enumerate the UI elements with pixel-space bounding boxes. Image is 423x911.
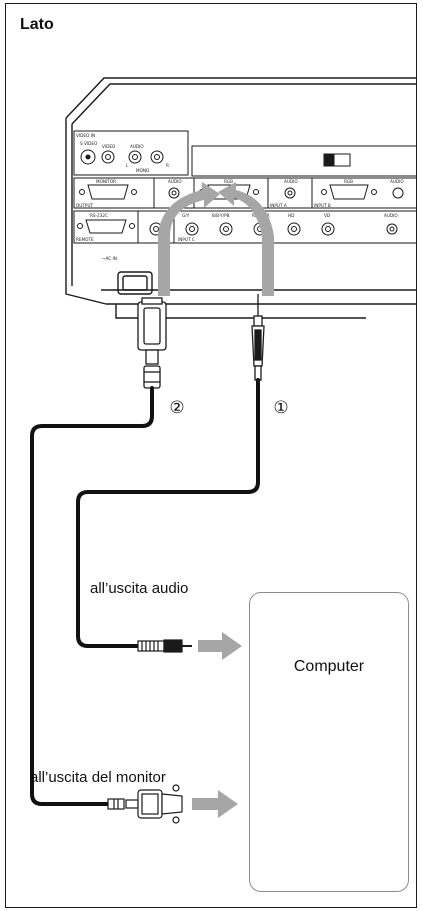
- label-audio-output: all’uscita audio: [90, 580, 189, 597]
- panel-label-audio-a: AUDIO: [284, 179, 298, 184]
- panel-label-audio-c: AUDIO: [384, 213, 398, 218]
- panel-label-rgb-a: RGB: [224, 179, 233, 184]
- panel-label-rgb-b: RGB: [344, 179, 353, 184]
- panel-label-rs232c: RS-232C: [90, 213, 108, 218]
- panel-label-b-pb: B/B-Y/PB: [212, 213, 230, 218]
- panel-label-video-in: VIDEO IN: [76, 133, 95, 138]
- label-monitor-output: all’uscita del monitor: [30, 769, 166, 786]
- panel-label-mono: MONO: [136, 168, 150, 173]
- panel-label-g-y: G/Y: [182, 213, 190, 218]
- callout-1: ①: [273, 398, 289, 417]
- computer-label: Computer: [293, 658, 365, 675]
- arrow-icon: [146, 182, 274, 296]
- panel-label-audio-b: AUDIO: [390, 179, 404, 184]
- callout-2: ②: [169, 398, 185, 417]
- vga-plug-end: [107, 784, 183, 824]
- cable-lines: [30, 378, 260, 806]
- figure-title: Lato: [20, 16, 54, 33]
- panel-label-audio-out: AUDIO: [168, 179, 182, 184]
- panel-label-video: VIDEO: [102, 144, 116, 149]
- panel-label-s-video: S VIDEO: [80, 141, 98, 146]
- panel-label-remote: REMOTE: [76, 237, 94, 242]
- panel-label-hd: HD: [288, 213, 294, 218]
- panel-label-r: R: [166, 163, 169, 168]
- audio-jack-icon: [251, 294, 265, 381]
- projector-icon: [65, 77, 416, 319]
- panel-label-vd: VD: [324, 213, 330, 218]
- figure-frame: Lato: [5, 3, 417, 908]
- panel-label-ac-in: ~AC IN: [102, 256, 117, 261]
- panel-label-input-b: INPUT B: [314, 203, 331, 208]
- arrow-to-computer: [192, 632, 242, 818]
- panel-label-l: L: [126, 163, 129, 168]
- panel-label-monitor: MONITOR: [96, 179, 116, 184]
- panel-label-output: OUTPUT: [76, 203, 94, 208]
- panel-label-audio-in: AUDIO: [130, 144, 144, 149]
- panel-label-input-c: INPUT C: [178, 237, 195, 242]
- computer-box: Computer: [249, 592, 409, 892]
- vga-connector-icon: [137, 297, 167, 389]
- panel-label-input-a: INPUT A: [270, 203, 287, 208]
- rear-panel: [73, 130, 416, 244]
- audio-plug-end: [137, 639, 192, 653]
